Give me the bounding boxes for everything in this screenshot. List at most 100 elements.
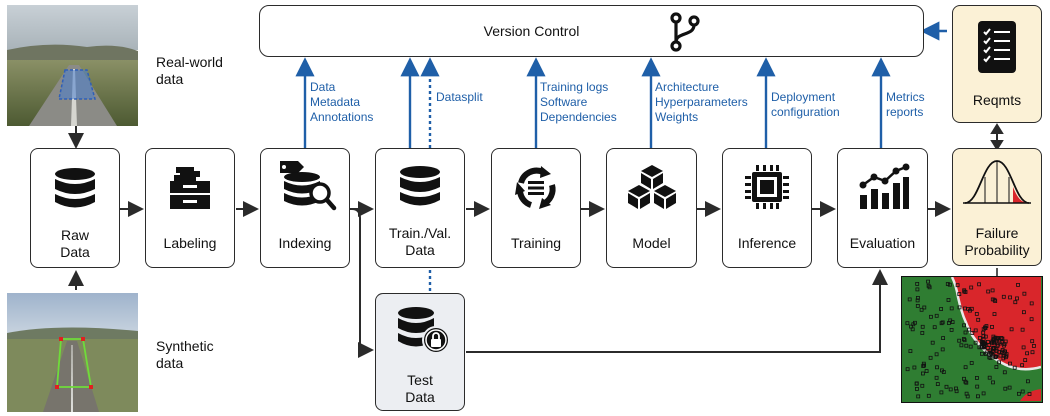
sample-marker bbox=[930, 340, 935, 345]
sample-marker bbox=[1016, 283, 1020, 287]
sample-marker bbox=[909, 324, 913, 329]
sample-marker bbox=[955, 283, 960, 288]
sample-marker bbox=[920, 324, 925, 329]
sample-marker bbox=[1020, 363, 1024, 368]
version-control-box: Version Control bbox=[259, 5, 924, 57]
sample-marker bbox=[1029, 317, 1034, 322]
sample-marker bbox=[914, 381, 919, 386]
sample-marker bbox=[1002, 370, 1007, 375]
sample-marker bbox=[928, 355, 933, 360]
sample-marker bbox=[983, 334, 988, 339]
stage-failure-label: Failure Probability bbox=[964, 225, 1030, 258]
sample-marker bbox=[1030, 339, 1035, 344]
sample-marker bbox=[912, 365, 917, 370]
sample-marker bbox=[1020, 389, 1025, 394]
sample-marker bbox=[946, 298, 951, 302]
sample-marker bbox=[1021, 345, 1026, 350]
file-cabinet-icon bbox=[170, 167, 210, 209]
sample-marker bbox=[981, 391, 986, 396]
sample-marker bbox=[981, 334, 986, 338]
stage-reqmts-label: Reqmts bbox=[972, 92, 1022, 108]
sample-marker bbox=[935, 365, 939, 370]
sample-marker bbox=[973, 328, 978, 333]
sample-marker bbox=[997, 350, 1002, 354]
sample-marker bbox=[935, 382, 940, 386]
sample-marker bbox=[987, 375, 992, 380]
stage-test-data: Test Data bbox=[375, 293, 465, 411]
sample-marker bbox=[1023, 358, 1028, 362]
sample-marker bbox=[934, 313, 939, 318]
sample-marker bbox=[949, 306, 954, 311]
annotation-training: Training logs Software Dependencies bbox=[540, 80, 617, 124]
stage-test-label: Test Data bbox=[405, 372, 435, 405]
sample-marker bbox=[914, 387, 919, 391]
sample-marker bbox=[984, 352, 988, 356]
stage-labeling-label: Labeling bbox=[163, 235, 217, 251]
sample-marker bbox=[1003, 386, 1008, 391]
sample-marker bbox=[919, 307, 924, 312]
sample-marker bbox=[924, 369, 929, 373]
sample-marker bbox=[945, 282, 950, 286]
git-branch-icon bbox=[670, 12, 700, 52]
sample-marker bbox=[1029, 301, 1034, 306]
annotation-inference: Deployment configuration bbox=[771, 90, 840, 119]
stage-reqmts: Reqmts bbox=[952, 5, 1042, 123]
sample-marker bbox=[932, 325, 937, 330]
sample-marker bbox=[976, 317, 981, 322]
sample-marker bbox=[1017, 391, 1021, 396]
sample-marker bbox=[920, 383, 925, 388]
stage-indexing: Indexing bbox=[260, 148, 350, 268]
sample-marker bbox=[998, 341, 1003, 346]
sample-marker bbox=[976, 394, 980, 399]
sample-marker bbox=[962, 289, 967, 294]
stage-evaluation-label: Evaluation bbox=[849, 235, 916, 251]
annotation-model: Architecture Hyperparameters Weights bbox=[655, 80, 748, 124]
sample-marker bbox=[1020, 327, 1025, 332]
sample-marker bbox=[934, 375, 939, 380]
sample-marker bbox=[995, 337, 999, 342]
stage-model-label: Model bbox=[632, 235, 671, 251]
sample-marker bbox=[916, 394, 921, 399]
sample-marker bbox=[1008, 295, 1012, 300]
stage-training-label: Training bbox=[510, 235, 562, 251]
arrow-indexing-to-test bbox=[351, 208, 374, 358]
arrow-test-to-evaluation bbox=[466, 269, 888, 353]
sample-marker bbox=[997, 360, 1001, 365]
sample-marker bbox=[970, 331, 975, 335]
sample-marker bbox=[990, 288, 995, 293]
sample-marker bbox=[968, 344, 973, 349]
sample-marker bbox=[957, 292, 962, 297]
sample-marker bbox=[1015, 296, 1019, 301]
sample-marker bbox=[1001, 356, 1006, 361]
sample-marker bbox=[963, 379, 968, 384]
sample-marker bbox=[978, 336, 982, 340]
sample-marker bbox=[915, 303, 920, 308]
sample-marker bbox=[922, 305, 927, 310]
sample-marker bbox=[1009, 327, 1014, 332]
sample-marker bbox=[1025, 351, 1029, 356]
sample-marker bbox=[973, 340, 978, 345]
sample-marker bbox=[975, 384, 980, 389]
sample-marker bbox=[905, 367, 910, 372]
sample-marker bbox=[988, 348, 993, 353]
sample-marker bbox=[994, 347, 999, 352]
stage-evaluation: Evaluation bbox=[837, 148, 928, 268]
failure-region-plot bbox=[901, 276, 1043, 403]
sample-marker bbox=[940, 320, 945, 325]
sample-marker bbox=[962, 323, 966, 328]
sample-marker bbox=[939, 307, 943, 311]
stage-labeling: Labeling bbox=[145, 148, 235, 268]
sample-marker bbox=[1003, 349, 1007, 354]
gaussian-curve-icon bbox=[963, 160, 1031, 204]
sample-marker bbox=[993, 299, 998, 304]
sample-marker bbox=[984, 324, 989, 328]
sample-marker bbox=[998, 353, 1003, 358]
sample-marker bbox=[957, 305, 962, 310]
sample-marker bbox=[911, 322, 916, 327]
sample-marker bbox=[1027, 392, 1032, 396]
sample-marker bbox=[1026, 379, 1030, 384]
sample-marker bbox=[948, 318, 953, 323]
sample-marker bbox=[977, 282, 981, 287]
sample-marker bbox=[959, 343, 964, 348]
sample-marker bbox=[928, 314, 933, 319]
